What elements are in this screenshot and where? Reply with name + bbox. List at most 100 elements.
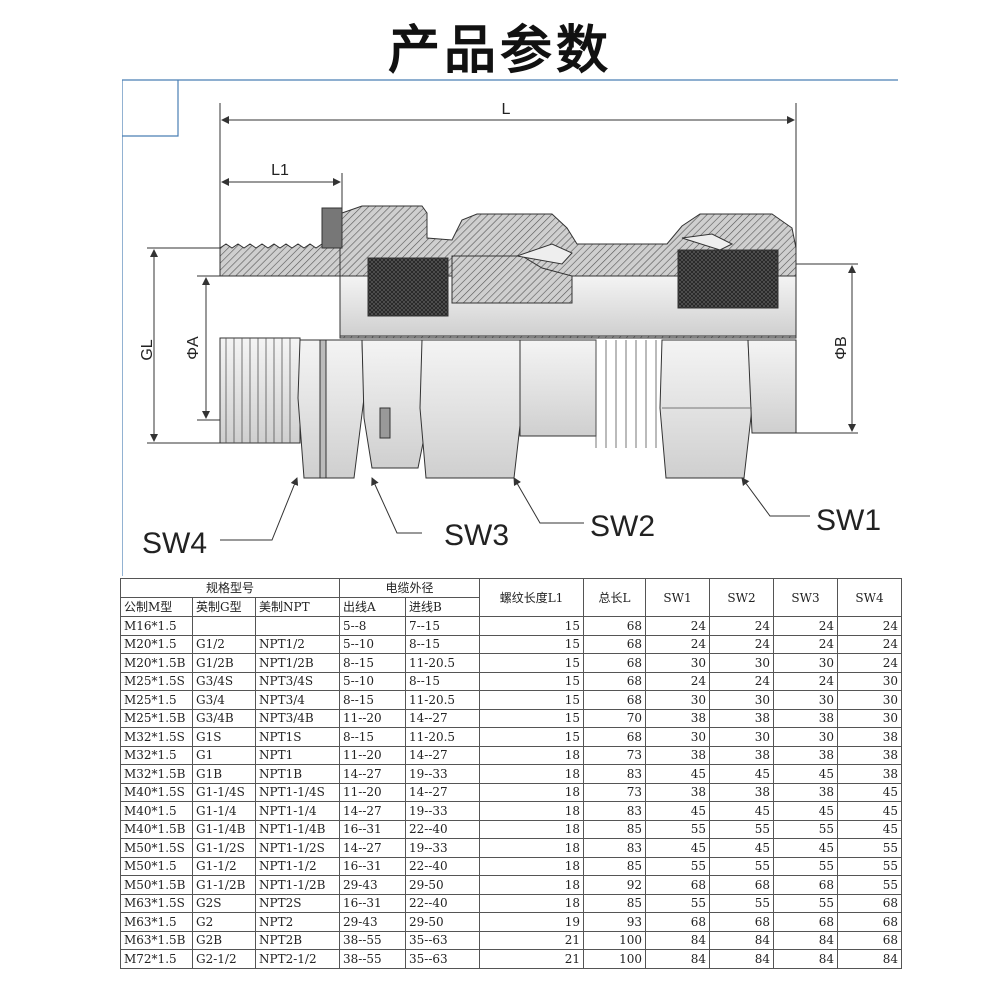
cell-sw4: 68	[837, 912, 902, 932]
cell-sw3: 68	[773, 912, 838, 932]
cell-outlet-a: 16--31	[339, 856, 406, 876]
cell-outlet-a: 14--27	[339, 764, 406, 784]
cell-npt: NPT2	[255, 912, 340, 932]
header-sw2: SW2	[709, 578, 774, 617]
cell-sw1: 84	[645, 949, 710, 969]
cell-outlet-a: 29-43	[339, 875, 406, 895]
dimension-gl	[147, 247, 220, 444]
label-l1: L1	[271, 162, 289, 179]
header-thread-length: 螺纹长度L1	[479, 578, 584, 617]
cell-imperial: G1	[192, 745, 256, 765]
page-title: 产品参数	[387, 21, 612, 81]
cell-npt: NPT3/4S	[255, 671, 340, 691]
header-sw1: SW1	[645, 578, 710, 617]
cell-imperial: G2	[192, 912, 256, 932]
cell-total-length: 68	[583, 727, 646, 747]
cell-inlet-b: 22--40	[405, 819, 480, 839]
cell-sw4: 55	[837, 838, 902, 858]
cell-imperial: G1/2	[192, 634, 256, 654]
cell-sw4: 45	[837, 782, 902, 802]
cell-total-length: 83	[583, 838, 646, 858]
cell-inlet-b: 35--63	[405, 949, 480, 969]
cell-npt: NPT1	[255, 745, 340, 765]
cell-sw1: 38	[645, 745, 710, 765]
cell-metric: M16*1.5	[120, 616, 193, 636]
cell-sw1: 55	[645, 893, 710, 913]
cell-sw2: 38	[709, 782, 774, 802]
cell-outlet-a: 16--31	[339, 893, 406, 913]
cell-sw4: 84	[837, 949, 902, 969]
gland-exterior	[219, 337, 797, 479]
cell-imperial: G1-1/2	[192, 856, 256, 876]
cell-metric: M40*1.5B	[120, 819, 193, 839]
cell-thread-length: 15	[479, 690, 584, 710]
cell-thread-length: 19	[479, 912, 584, 932]
cell-npt: NPT1-1/4B	[255, 819, 340, 839]
cell-imperial: G1-1/2S	[192, 838, 256, 858]
cell-thread-length: 15	[479, 653, 584, 673]
cell-npt: NPT2-1/2	[255, 949, 340, 969]
cell-sw4: 38	[837, 745, 902, 765]
label-sw4: SW4	[142, 527, 207, 560]
cell-sw3: 38	[773, 708, 838, 728]
cell-inlet-b: 35--63	[405, 930, 480, 950]
cell-imperial: G1-1/4	[192, 801, 256, 821]
cell-imperial: G2B	[192, 930, 256, 950]
cell-sw2: 84	[709, 930, 774, 950]
cell-metric: M20*1.5	[120, 634, 193, 654]
label-l: L	[502, 101, 511, 118]
cell-total-length: 92	[583, 875, 646, 895]
cell-thread-length: 18	[479, 745, 584, 765]
cell-sw2: 55	[709, 856, 774, 876]
cell-sw4: 68	[837, 893, 902, 913]
cell-outlet-a: 14--27	[339, 801, 406, 821]
cell-sw3: 45	[773, 801, 838, 821]
cell-thread-length: 15	[479, 616, 584, 636]
cell-imperial: G1-1/4B	[192, 819, 256, 839]
cell-inlet-b: 11-20.5	[405, 653, 480, 673]
cell-total-length: 68	[583, 690, 646, 710]
cell-sw2: 45	[709, 801, 774, 821]
cell-thread-length: 18	[479, 838, 584, 858]
cell-sw1: 30	[645, 690, 710, 710]
cell-thread-length: 15	[479, 727, 584, 747]
cell-sw1: 55	[645, 819, 710, 839]
dimension-phi-b	[796, 263, 858, 434]
cell-thread-length: 21	[479, 930, 584, 950]
cell-sw3: 30	[773, 690, 838, 710]
cell-imperial: G1-1/2B	[192, 875, 256, 895]
cell-inlet-b: 8--15	[405, 634, 480, 654]
cell-total-length: 83	[583, 764, 646, 784]
cell-imperial: G3/4	[192, 690, 256, 710]
cell-metric: M20*1.5B	[120, 653, 193, 673]
cell-sw4: 24	[837, 616, 902, 636]
cell-thread-length: 18	[479, 764, 584, 784]
cell-sw1: 38	[645, 708, 710, 728]
cell-outlet-a: 5--10	[339, 634, 406, 654]
cell-metric: M32*1.5S	[120, 727, 193, 747]
cell-total-length: 100	[583, 930, 646, 950]
cell-metric: M63*1.5B	[120, 930, 193, 950]
cell-sw2: 55	[709, 893, 774, 913]
cell-thread-length: 15	[479, 634, 584, 654]
cell-total-length: 68	[583, 634, 646, 654]
cable-gland-drawing: L L1	[122, 79, 898, 576]
cell-thread-length: 18	[479, 856, 584, 876]
cell-outlet-a: 14--27	[339, 838, 406, 858]
cell-thread-length: 21	[479, 949, 584, 969]
cell-inlet-b: 14--27	[405, 708, 480, 728]
table-subheader-row: 公制M型 英制G型 美制NPT 出线A 进线B	[120, 597, 902, 617]
header-npt: 美制NPT	[255, 597, 340, 617]
cell-sw2: 24	[709, 671, 774, 691]
cell-sw1: 68	[645, 912, 710, 932]
